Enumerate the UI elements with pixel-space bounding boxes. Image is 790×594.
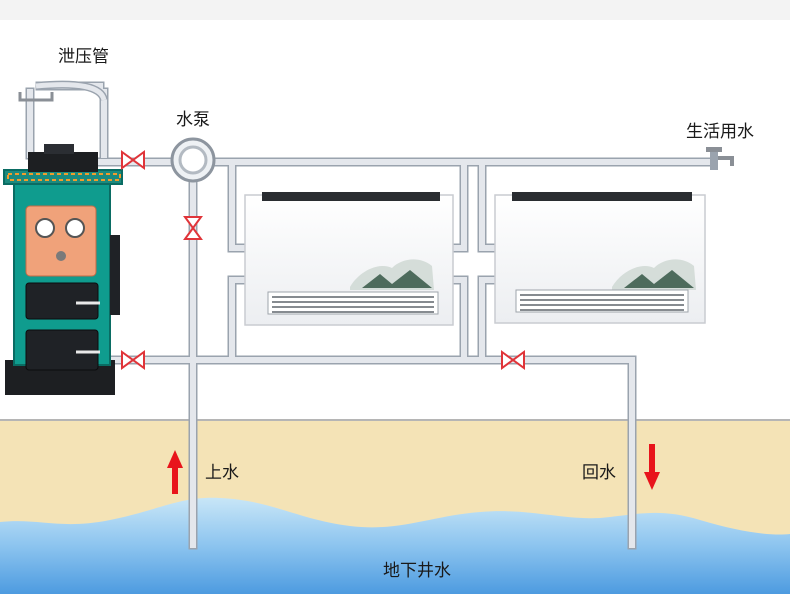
valve-boiler-return-icon [121, 350, 145, 370]
label-water-pump: 水泵 [176, 110, 210, 130]
pump-icon [170, 137, 216, 183]
label-domestic-water: 生活用水 [686, 122, 754, 142]
label-groundwater: 地下井水 [383, 561, 451, 581]
label-return-water: 回水 [582, 463, 616, 483]
top-band [0, 0, 790, 20]
fan-unit-right [494, 192, 706, 324]
supply-arrow-up-icon [167, 450, 183, 494]
boiler [3, 144, 123, 395]
faucet-icon [706, 147, 734, 170]
pipes [25, 81, 715, 550]
vent-pipe [18, 80, 108, 102]
label-supply-water: 上水 [205, 463, 239, 483]
gauge-left-icon [35, 218, 55, 238]
fan-unit-left [244, 192, 454, 326]
valve-boiler-out-icon [121, 150, 145, 170]
valve-return-icon [501, 350, 525, 370]
label-vent-pipe: 泄压管 [58, 47, 109, 67]
gauge-right-icon [65, 218, 85, 238]
valve-pump-down-icon [183, 216, 203, 240]
return-arrow-down-icon [644, 444, 660, 490]
